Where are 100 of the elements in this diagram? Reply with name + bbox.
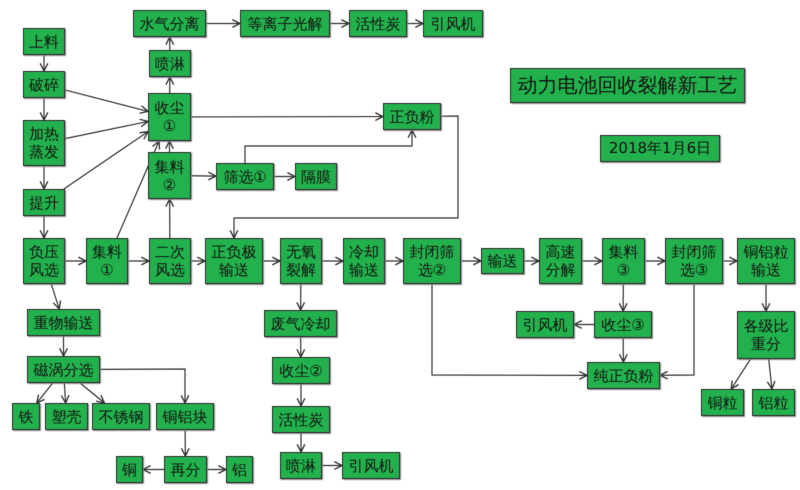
arrow [322,256,344,266]
step-label: 隔膜 [300,168,332,186]
process-box [92,403,150,430]
date-label: 2018年1月6日 [600,135,720,162]
process-box [737,311,795,359]
step-label: 集料② [154,158,186,194]
arrow [180,430,190,457]
step-label: 活性炭 [278,410,324,428]
step-label: 加热蒸发 [28,125,60,161]
step-label: 废气冷却 [270,314,332,332]
step-label: 正负粉 [388,108,436,126]
arrow [461,256,482,266]
step-label: 无氧裂解 [285,243,317,279]
arrow [766,358,776,390]
step-label: 引风机 [430,14,476,32]
arrow [64,89,149,114]
step-label: 不锈钢 [98,408,144,426]
arrow [165,76,174,93]
step-label: 负压风选 [28,243,60,279]
arrow [296,384,306,407]
arrow [142,465,164,474]
process-box [264,310,337,337]
step-label: 封闭筛选③ [670,243,718,279]
arrow [165,36,174,50]
arrow [40,166,48,190]
process-box [164,456,207,483]
step-label: 提升 [28,194,60,212]
arrow [116,140,160,238]
arrow [36,382,54,404]
step-label: 纯正负粉 [592,366,654,384]
arrow [296,284,306,311]
arrow [330,19,350,28]
step-label: 收尘② [278,362,324,380]
step-label: 磁涡分选 [32,360,94,378]
arrow [40,216,48,239]
process-box [23,28,65,55]
process-box [205,238,263,284]
process-box [272,406,330,433]
arrow [431,284,588,380]
step-label: 上料 [28,32,60,50]
arrow [645,256,666,266]
process-box [701,389,744,416]
step-label: 再分 [170,460,202,478]
title-banner: 动力电池回收裂解新工艺 [510,68,745,103]
arrow [274,172,296,181]
process-box [349,10,407,37]
process-box [216,163,274,190]
process-box [665,238,723,284]
arrow [40,98,48,121]
step-label: 铝粒 [758,394,790,412]
arrow [296,337,306,358]
process-box [149,50,191,77]
process-box [516,311,574,338]
arrow [60,382,70,404]
process-box [295,163,337,190]
step-label: 高速分解 [544,243,576,279]
step-label: 铜 [121,460,138,478]
process-box [481,248,524,274]
step-label: 筛选① [222,168,268,186]
step-label: 二次风选 [154,243,186,279]
process-box [116,456,143,483]
step-label: 活性炭 [354,14,402,32]
process-box [272,357,330,384]
arrow [618,338,628,363]
arrow [65,256,87,266]
step-label: 等离子光解 [246,14,324,32]
arrow [244,129,416,163]
arrow [63,130,149,190]
step-label: 铁 [18,408,34,426]
process-box [383,103,441,130]
step-label: 喷淋 [154,54,186,72]
arrow [296,433,306,453]
process-box [27,309,100,336]
arrow [762,284,770,312]
arrow [191,256,206,266]
process-box [280,452,322,479]
arrow [40,55,48,72]
arrow [64,118,149,140]
arrow [206,19,241,28]
process-box [403,238,461,284]
step-label: 破碎 [28,76,60,94]
process-box [752,389,795,416]
arrow [230,115,459,239]
process-box [133,10,206,37]
process-box [423,10,483,37]
process-box [602,238,645,284]
step-label: 引风机 [348,456,394,474]
process-box [587,362,660,389]
process-box [594,311,652,338]
arrow [524,256,540,266]
step-label: 引风机 [522,316,568,334]
step-label: 正负极输送 [210,243,258,279]
process-box [148,93,191,141]
arrow [322,461,343,470]
arrow [100,368,190,404]
step-label: 喷淋 [285,456,317,474]
step-label: 各级比重分 [742,317,790,353]
step-label: 铜铝粒输送 [742,243,790,279]
arrow [582,256,603,266]
arrow [385,256,404,266]
